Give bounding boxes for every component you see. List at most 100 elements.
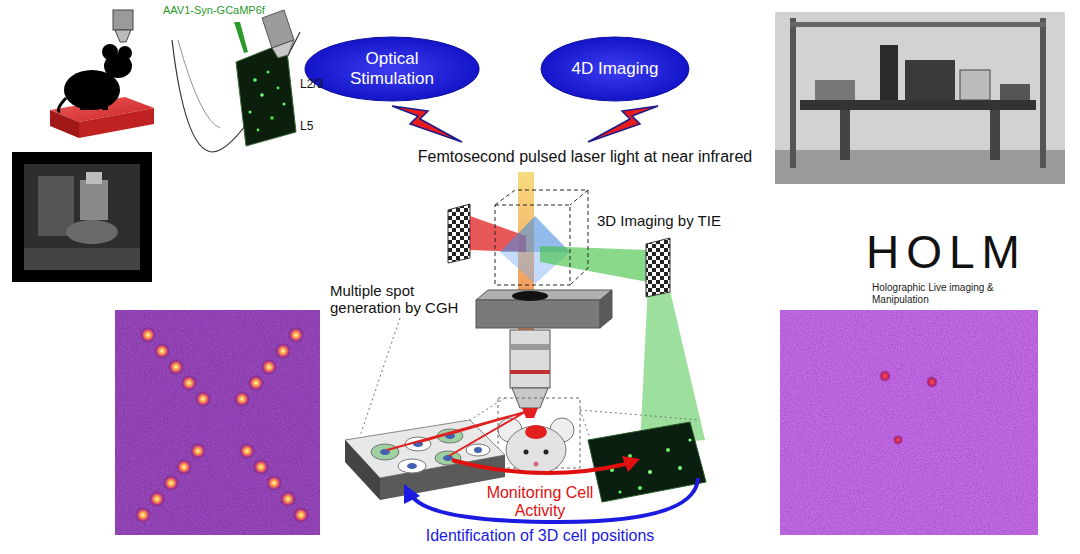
ellipse-outline — [541, 37, 689, 101]
neuron-image-part — [618, 490, 621, 493]
optics-part — [646, 238, 670, 297]
cortex-drawing-part — [277, 87, 280, 90]
mouse-cartoon-part — [544, 450, 549, 455]
cortex-drawing-part — [236, 42, 296, 146]
cycle-arrow-part — [452, 460, 626, 473]
spot-pattern-image-part — [154, 343, 170, 359]
fluorescence-image-part — [780, 310, 1038, 535]
text-label: L2/3 — [300, 78, 323, 92]
lab-photo-part — [960, 70, 990, 100]
cortex-drawing-part — [260, 93, 264, 97]
mouse-on-platform-part — [115, 30, 131, 42]
cell-slab-part — [387, 412, 525, 456]
spot-pattern-image-part — [163, 475, 179, 491]
optics-part — [500, 216, 570, 252]
microscope-stage-part — [512, 291, 548, 301]
lab-photo-part — [1040, 18, 1046, 168]
lightning-bolt-part — [392, 106, 462, 142]
cortex-drawing-part — [267, 71, 270, 74]
ellipse-node: 4D Imaging — [540, 36, 690, 102]
mouse-cartoon-part — [506, 426, 566, 474]
spot-pattern-image-part — [149, 491, 165, 507]
text-label: Femtosecond pulsed laser light at near i… — [375, 148, 795, 166]
mouse-on-platform-part — [113, 10, 133, 30]
text-label: Monitoring Cell Activity — [470, 484, 610, 521]
spot-pattern-image-part — [168, 359, 184, 375]
mouse-on-platform-part — [80, 100, 86, 110]
spot-pattern-image-part — [181, 375, 197, 391]
node-text-box: 4D Imaging — [540, 36, 690, 102]
cortex-drawing-part — [178, 40, 220, 128]
node-text-box: Optical Stimulation — [304, 36, 480, 102]
spot-pattern-image-part — [140, 327, 156, 343]
spot-pattern-image-part — [280, 491, 296, 507]
spot-pattern-image-part — [261, 359, 277, 375]
cortex-drawing-part — [272, 40, 294, 58]
neuron-image-part — [678, 466, 682, 470]
behaviour-photo — [12, 152, 152, 282]
node-label: Optical Stimulation — [337, 49, 447, 88]
cortex-drawing-part — [249, 111, 252, 114]
lab-photo-part — [905, 60, 955, 100]
cortex-drawing-part — [253, 78, 257, 82]
cycle-arrow-part — [412, 478, 698, 522]
microscope-stage — [476, 290, 612, 418]
optics-part — [448, 204, 470, 263]
fluorescence-image-part — [879, 370, 891, 382]
cycle-arrow-part — [622, 456, 640, 472]
lab-photo-part — [800, 100, 1036, 110]
cortex-drawing-part — [270, 116, 274, 120]
mouse-cartoon-part — [524, 450, 529, 455]
microscope-stage-part — [476, 300, 600, 328]
fluorescence-image-part — [926, 376, 938, 388]
behaviour-photo-part — [24, 164, 140, 270]
neuron-image-part — [666, 448, 670, 452]
text-label: AAV1-Syn-GCaMP6f — [163, 4, 265, 17]
cell-slab — [345, 318, 525, 500]
neuron-image-part — [638, 486, 642, 490]
text-label: Identification of 3D cell positions — [395, 527, 685, 545]
neuron-image-part — [688, 438, 691, 441]
fluorescence-image-part — [893, 435, 903, 445]
behaviour-photo-part — [66, 220, 118, 244]
lab-photo-part — [815, 80, 855, 100]
text-label: L5 — [300, 120, 313, 134]
neuron-image-part — [648, 470, 652, 474]
microscope-stage-part — [510, 344, 550, 350]
text-label: Holographic Live imaging & Manipulation — [872, 282, 1012, 305]
spot-pattern-image — [115, 310, 320, 535]
optics-part — [540, 246, 648, 282]
mouse-on-platform-part — [118, 46, 132, 60]
lightning-bolt-part — [588, 106, 658, 142]
cell-slab-part — [474, 447, 482, 453]
optics-part — [495, 190, 588, 285]
lab-photo-part — [1000, 84, 1030, 100]
mouse-on-platform-part — [79, 108, 154, 138]
cortex-drawing-part — [257, 129, 260, 132]
cell-slab-part — [407, 463, 417, 469]
node-label: 4D Imaging — [572, 59, 659, 79]
mouse-on-platform-part — [102, 100, 108, 110]
mouse-on-platform — [50, 10, 154, 138]
text-label: Multiple spot generation by CGH — [330, 282, 470, 317]
spot-pattern-image-part — [190, 443, 206, 459]
optics-part — [640, 282, 705, 446]
cell-slab-part — [398, 459, 426, 473]
text-label: HOLM — [866, 226, 1027, 279]
cortex-drawing-part — [234, 22, 248, 53]
cell-slab-part — [360, 318, 505, 436]
cycle-arrow — [404, 456, 698, 522]
spot-pattern-image-part — [239, 443, 255, 459]
spot-pattern-image-part — [248, 375, 264, 391]
cell-slab-part — [443, 455, 453, 461]
mouse-on-platform-part — [50, 110, 79, 138]
mouse-on-platform-part — [58, 98, 66, 112]
cortex-drawing-part — [283, 103, 286, 106]
neuron-image — [580, 410, 706, 502]
spot-pattern-image-part — [234, 391, 250, 407]
behaviour-photo-part — [80, 180, 108, 220]
lab-photo-part — [775, 12, 1065, 184]
spot-pattern-image-part — [275, 343, 291, 359]
fluorescence-image — [780, 310, 1038, 535]
lab-photo-part — [840, 110, 850, 160]
